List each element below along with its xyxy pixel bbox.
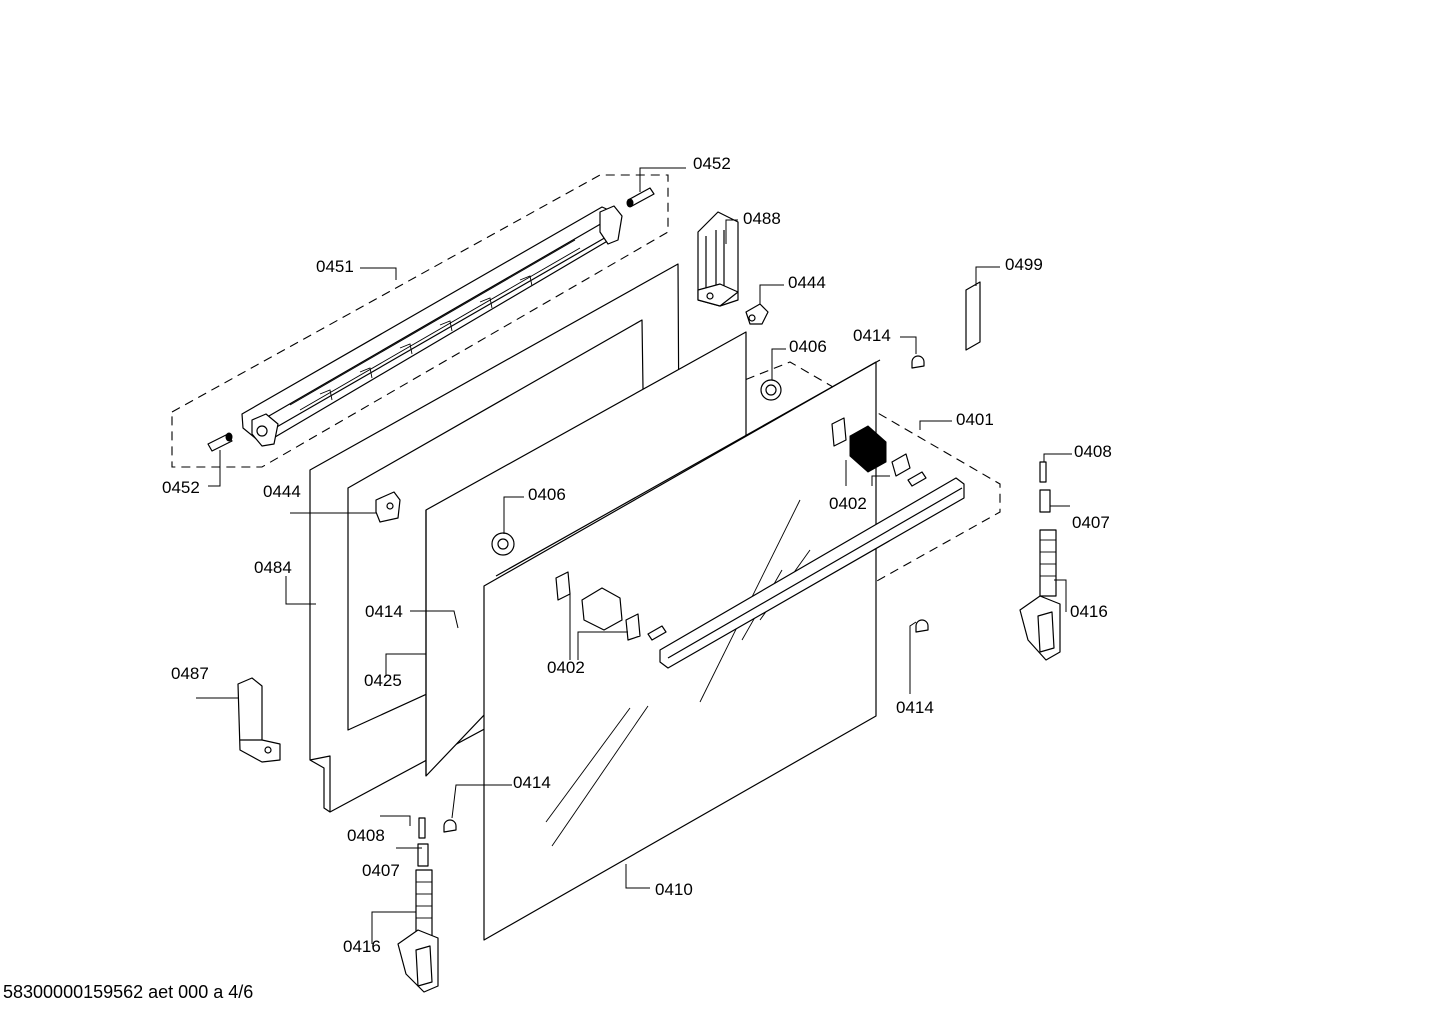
pin-part-top bbox=[626, 187, 655, 208]
callout-0414-a: 0414 bbox=[853, 326, 891, 345]
callout-0452-left: 0452 bbox=[162, 478, 200, 497]
callout-0408-left: 0408 bbox=[347, 826, 385, 845]
top-vent-bar-part bbox=[241, 205, 623, 447]
door-hinge-part-right bbox=[1019, 529, 1061, 661]
callout-0488: 0488 bbox=[743, 209, 781, 228]
door-hinge-part-left bbox=[397, 869, 439, 993]
callout-0414-d: 0414 bbox=[513, 773, 551, 792]
hinge-pin-part-right bbox=[1039, 461, 1047, 483]
drawing-reference-footer: 58300000159562 aet 000 a 4/6 bbox=[3, 982, 253, 1002]
handle-bracket-part-mid bbox=[555, 571, 641, 641]
side-bracket-part bbox=[237, 677, 281, 763]
bumper-part-a bbox=[911, 355, 925, 369]
callout-0416-right: 0416 bbox=[1070, 602, 1108, 621]
callout-0402-mid: 0402 bbox=[547, 658, 585, 677]
callout-0406-top: 0406 bbox=[789, 337, 827, 356]
leader-lines bbox=[196, 167, 1072, 944]
handle-bracket-part-right bbox=[831, 417, 911, 477]
callout-0410: 0410 bbox=[655, 880, 693, 899]
callout-0407-left: 0407 bbox=[362, 861, 400, 880]
callout-0444-top: 0444 bbox=[788, 273, 826, 292]
callout-0499: 0499 bbox=[1005, 255, 1043, 274]
pin-part-left bbox=[207, 432, 233, 452]
door-handle-bar-part bbox=[647, 471, 965, 669]
callout-0487: 0487 bbox=[171, 664, 209, 683]
bumper-part-d bbox=[443, 819, 457, 833]
hinge-bracket-part bbox=[697, 211, 739, 307]
hinge-pin-part-left bbox=[418, 817, 426, 839]
callout-0444-left: 0444 bbox=[263, 482, 301, 501]
callout-0407-right: 0407 bbox=[1072, 513, 1110, 532]
callout-0414-c: 0414 bbox=[896, 698, 934, 717]
handle-bar-assembly-outline bbox=[171, 174, 669, 468]
knob-part-mid bbox=[491, 532, 515, 556]
hinge-sleeve-part-left bbox=[417, 843, 429, 867]
clip-part-left bbox=[375, 491, 401, 523]
callout-0452-top: 0452 bbox=[693, 154, 731, 173]
callout-0416-left: 0416 bbox=[343, 937, 381, 956]
callout-0425: 0425 bbox=[364, 671, 402, 690]
hinge-sleeve-part-right bbox=[1039, 489, 1051, 513]
callout-0408-right: 0408 bbox=[1074, 442, 1112, 461]
callout-0451: 0451 bbox=[316, 257, 354, 276]
bumper-part-c bbox=[915, 619, 929, 633]
callout-0402-right: 0402 bbox=[829, 494, 867, 513]
callout-0484: 0484 bbox=[254, 558, 292, 577]
callout-0401: 0401 bbox=[956, 410, 994, 429]
clip-part-top bbox=[745, 303, 769, 325]
callout-0406-mid: 0406 bbox=[528, 485, 566, 504]
knob-part-top bbox=[760, 379, 782, 401]
label-plate-part bbox=[965, 281, 981, 351]
callout-0414-b: 0414 bbox=[365, 602, 403, 621]
